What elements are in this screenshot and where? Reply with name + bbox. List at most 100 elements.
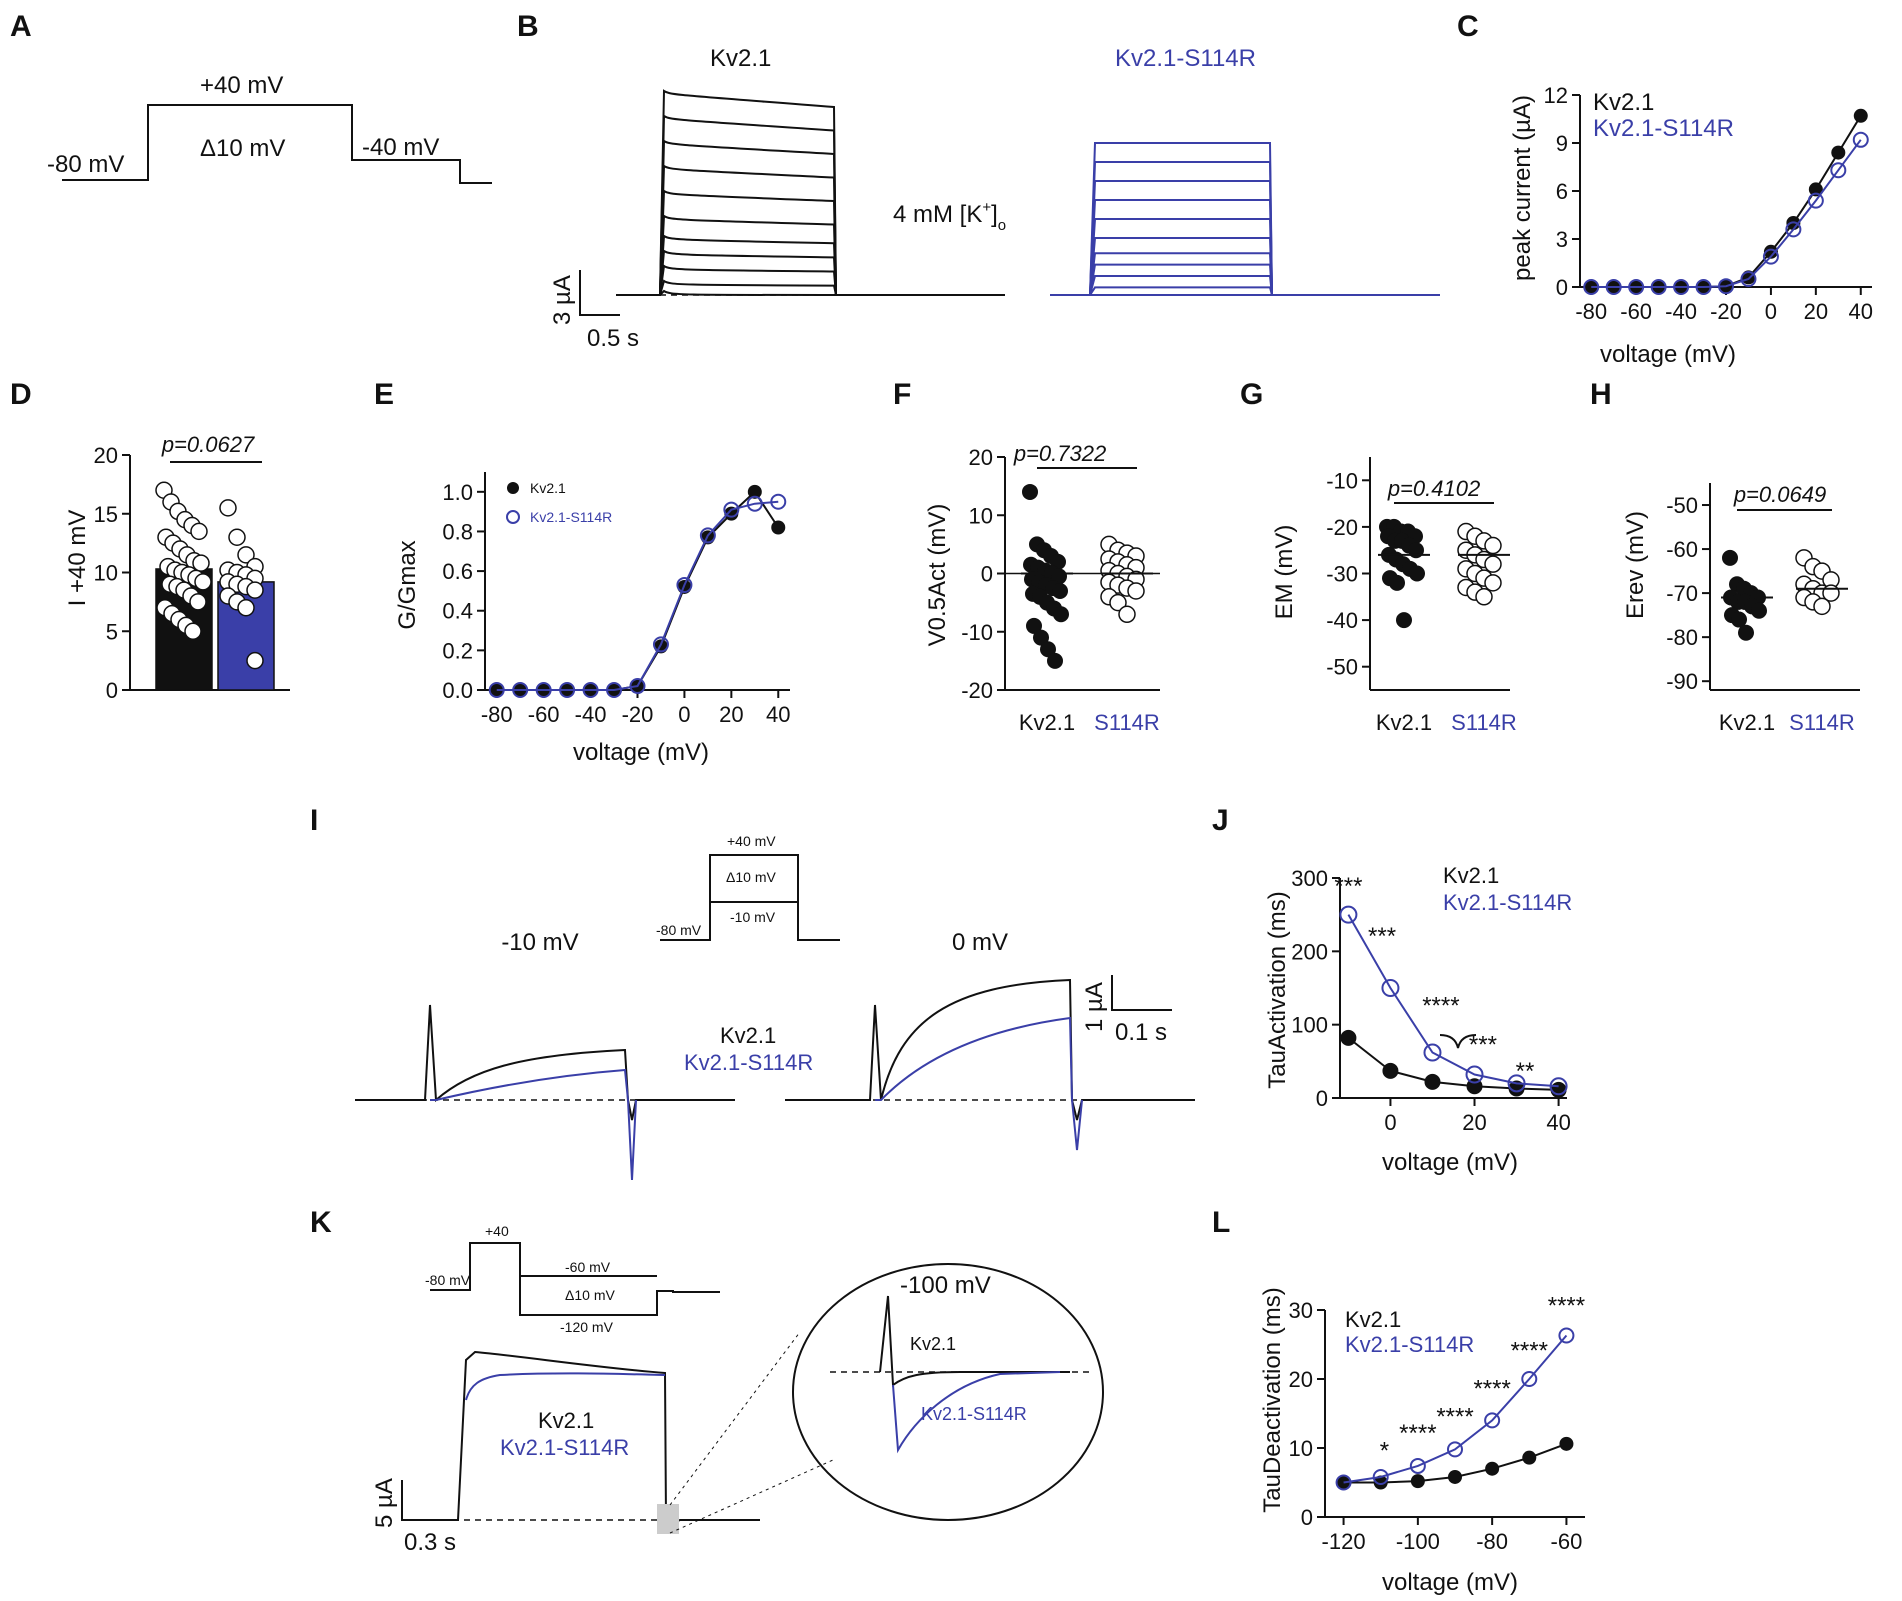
scale-b-x: 0.5 s [587,325,639,352]
y-tick-label: 0 [106,678,118,703]
legend-l-wt: Kv2.1 [1345,1307,1401,1332]
xlabel-l: voltage (mV) [1382,1569,1518,1596]
significance-l: **** [1399,1420,1436,1447]
x-tick-label: 0 [1765,299,1777,324]
protocol-i-inc: Δ10 mV [726,869,776,885]
data-point-mut [1852,131,1869,148]
scatter-point-mut [1484,574,1502,592]
protocol-a-step: +40 mV [200,72,283,99]
xlabel-e: voltage (mV) [573,739,709,766]
trace-mut-step [1050,263,1440,296]
ylabel-h: Erev (mV) [1622,511,1649,619]
xcat-f-wt: Kv2.1 [1019,710,1075,735]
y-tick-label: 0.0 [442,678,473,703]
data-point-mut [1549,1077,1568,1096]
condition-close: ] [991,201,998,228]
x-tick-label: -60 [1620,299,1652,324]
data-point-mut [1807,192,1824,209]
data-point-mut [699,527,716,544]
y-tick-label: 300 [1291,866,1328,891]
data-point-mut [1423,1043,1442,1062]
series-line-1 [1591,139,1862,288]
xcat-h-mut: S114R [1789,710,1855,735]
bracket-j [1439,1034,1477,1049]
x-tick-label: -80 [481,702,513,727]
y-tick-label: 1.0 [442,480,473,505]
y-tick-label: 5 [106,619,118,644]
protocol-k-top-label: -60 mV [565,1259,611,1275]
data-point-kv21 [747,484,762,499]
x-tick-label: -60 [1551,1529,1583,1554]
data-point-mut [1583,279,1600,295]
pvalue-d: p=0.0627 [161,432,255,457]
data-point-mut [512,682,529,698]
condition-sup: + [982,199,991,216]
trace-title-mut: Kv2.1-S114R [1115,45,1256,72]
y-tick-label: 20 [1289,1367,1313,1392]
trace-mut-step [1050,252,1440,296]
protocol-a-hold: -80 mV [47,151,124,178]
data-point-kv21 [1808,182,1823,197]
trace-i-legend-mut: Kv2.1-S114R [684,1050,813,1075]
scatter-point-mut [1109,593,1127,612]
zoom-region [657,1504,679,1534]
data-point-mut [488,682,505,698]
scatter-point-kv21 [1033,629,1049,646]
y-tick-label: -10 [1326,468,1358,493]
scatter-point-kv21 [1022,483,1038,500]
trace-wt-step [616,249,1005,296]
trace-mut-step [1050,286,1440,296]
x-tick-label: -80 [1575,299,1607,324]
scatter-point-kv21 [1751,602,1767,619]
panel-a-protocol: -80 mV +40 mV Δ10 mV -40 mV [47,72,492,184]
x-tick-label: -120 [1322,1529,1366,1554]
data-point-kv21 [1410,1474,1425,1489]
data-point-mut [1762,248,1779,265]
series-line-1 [1343,1334,1568,1484]
xlabel-j: voltage (mV) [1382,1149,1518,1176]
x-tick-label: -80 [1476,1529,1508,1554]
data-point-kv21 [724,506,739,521]
data-point-mut [1650,279,1667,295]
data-point-mut [535,682,552,698]
scale-k-x: 0.3 s [404,1529,456,1556]
panel-i-traces: +40 mV Δ10 mV -10 mV -80 mV -10 mV 0 mV … [355,833,1195,1181]
y-tick-label: 0.2 [442,638,473,663]
scatter-point-kv21 [184,622,202,640]
data-point-mut [676,576,693,593]
y-tick-label: 10 [969,503,993,528]
significance-l: * [1380,1437,1389,1464]
panel-label-i: I [310,804,318,837]
protocol-a-waveform [62,104,492,184]
protocol-k-bot: -120 mV [560,1319,614,1335]
scale-i-y: 1 µA [1081,982,1108,1032]
y-tick-label: -20 [1326,515,1358,540]
panel-label-k: K [310,1206,332,1239]
panel-label-b: B [517,10,539,43]
trace-wt-step [616,289,1005,296]
condition-label: 4 mM [K+]o [893,199,1006,234]
zoom-title: -100 mV [900,1272,991,1299]
significance-l: **** [1436,1404,1473,1431]
zoom-legend-wt: Kv2.1 [910,1334,956,1354]
ylabel-f: V0.5Act (mV) [924,504,951,647]
data-point-mut [1484,1412,1501,1429]
trace-mut-step [1050,275,1440,296]
scatter-point-mut [1484,536,1502,555]
x-tick-label: 40 [1546,1110,1570,1135]
panel-label-f: F [893,378,911,411]
panel-label-d: D [10,378,32,411]
data-point-mut [582,682,599,698]
xcat-h-wt: Kv2.1 [1719,710,1775,735]
data-point-kv21 [1763,244,1778,259]
data-point-mut [1558,1327,1575,1344]
x-tick-label: -60 [528,702,560,727]
trace-mut-step [1050,142,1440,296]
y-tick-label: 0 [1301,1505,1313,1530]
scatter-point-kv21 [1738,624,1754,641]
panel-k-traces: -80 mV +40 -60 mV Δ10 mV -120 mV Kv2.1 K… [371,1223,1104,1556]
y-tick-label: -70 [1666,581,1698,606]
scatter-point-mut [1484,555,1502,573]
data-point-mut [1335,1474,1352,1491]
